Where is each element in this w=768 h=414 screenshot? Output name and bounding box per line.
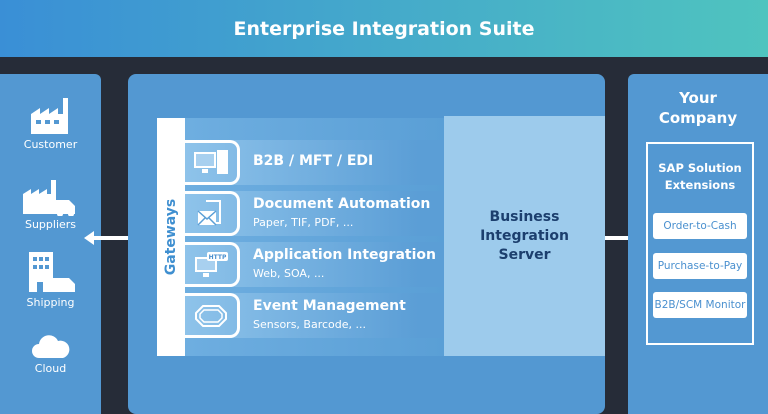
channel-b2b: B2B / MFT / EDI <box>185 140 444 185</box>
svg-text:HTTP: HTTP <box>209 254 227 261</box>
gateways-bar: Gateways <box>157 118 185 356</box>
company-title-line: Your <box>679 89 717 107</box>
channel-title: Document Automation <box>253 196 431 212</box>
server-label: Server <box>498 246 551 263</box>
source-label: Customer <box>23 138 78 151</box>
source-customer: Customer <box>0 96 101 151</box>
header: Enterprise Integration Suite <box>0 0 768 57</box>
channel-title: Event Management <box>253 298 406 314</box>
source-suppliers: Suppliers <box>0 174 101 231</box>
company-title-line: Company <box>658 109 738 127</box>
server-label: Integration <box>480 227 569 244</box>
title: Enterprise Integration Suite <box>233 17 535 40</box>
track-icon <box>195 304 227 327</box>
http-monitor-icon: HTTP <box>195 251 228 277</box>
bidirectional-arrow-icon <box>84 231 146 245</box>
channel-title: Application Integration <box>253 247 436 263</box>
mail-document-icon <box>197 199 221 226</box>
channel-subtitle: Paper, TIF, PDF, ... <box>253 216 354 229</box>
company-panel <box>628 74 768 414</box>
channel-subtitle: Web, SOA, ... <box>253 267 325 280</box>
channel-document-automation: Document Automation Paper, TIF, PDF, ... <box>185 191 444 236</box>
source-cloud: Cloud <box>0 332 101 375</box>
source-label: Shipping <box>26 296 75 309</box>
channel-subtitle: Sensors, Barcode, ... <box>253 318 367 331</box>
source-label: Cloud <box>34 362 67 375</box>
cloud-icon <box>31 335 69 358</box>
b2b-scm-monitor-button[interactable]: B2B/SCM Monitor <box>653 292 747 318</box>
gateways-label: Gateways <box>163 198 179 276</box>
factory-icon <box>30 98 68 134</box>
bidirectional-arrow-icon <box>586 231 648 245</box>
source-label: Suppliers <box>24 218 77 231</box>
factory-truck-icon <box>22 180 75 216</box>
channel-title: B2B / MFT / EDI <box>253 153 374 169</box>
source-shipping: Shipping <box>0 250 101 309</box>
computer-server-icon <box>194 149 228 174</box>
order-to-cash-button[interactable]: Order-to-Cash <box>653 213 747 239</box>
channel-application-integration: HTTP Application Integration Web, SOA, .… <box>185 242 444 287</box>
building-truck-icon <box>28 252 75 292</box>
server-label: Business <box>489 208 560 225</box>
sources-panel: Customer Suppliers Shipping Cloud <box>0 74 101 414</box>
channel-event-management: Event Management Sensors, Barcode, ... <box>185 293 444 338</box>
purchase-to-pay-button[interactable]: Purchase-to-Pay <box>653 253 747 279</box>
